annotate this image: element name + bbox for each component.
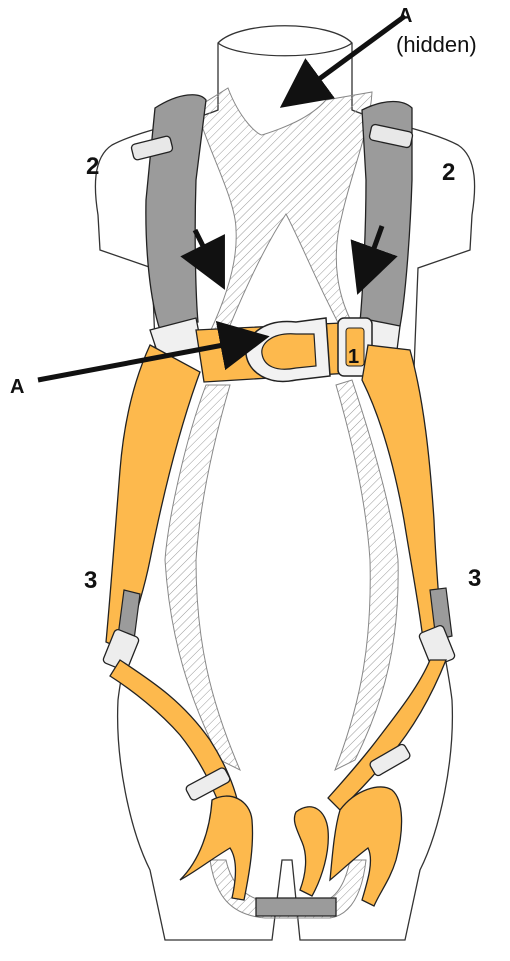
label-3-left: 3 [84,567,97,594]
label-a-hidden: A [398,5,412,27]
label-a-front: A [10,376,24,398]
label-2-right: 2 [442,159,455,186]
label-hidden-note: (hidden) [396,32,477,57]
label-1: 1 [348,346,359,368]
label-3-right: 3 [468,565,481,592]
front-d-ring-inner [262,334,316,369]
label-2-left: 2 [86,153,99,180]
crotch-strap [256,898,336,916]
